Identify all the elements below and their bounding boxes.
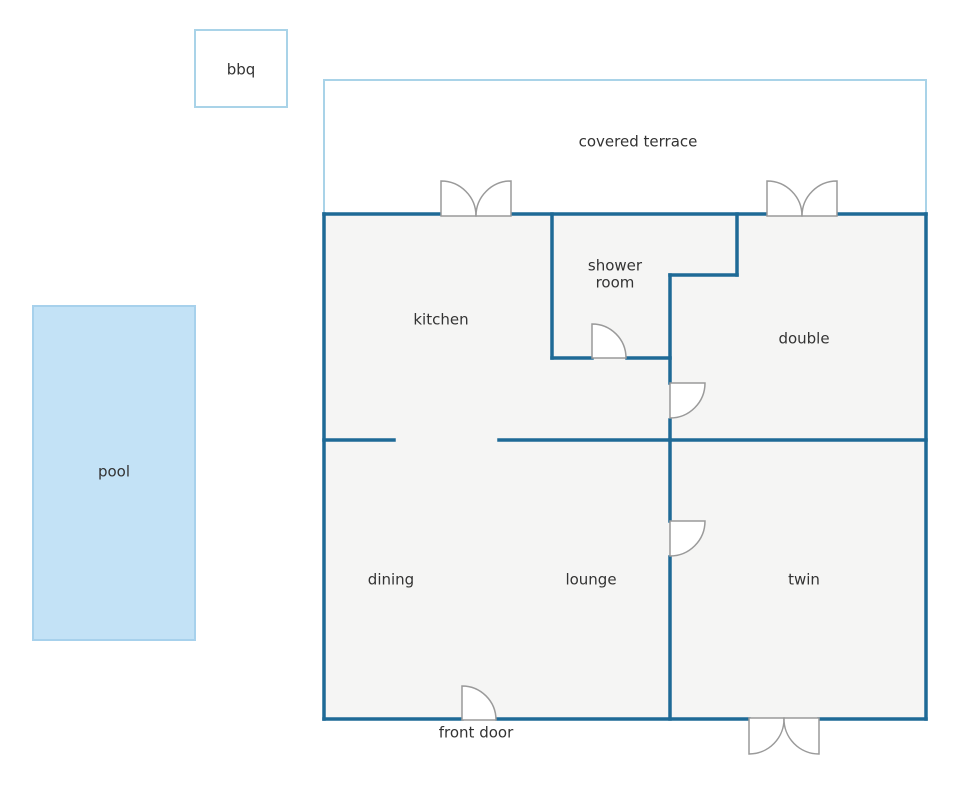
bbq-area <box>194 29 288 108</box>
house-floor <box>324 214 926 719</box>
terrace-kitchen-door-left <box>440 180 477 217</box>
shower-room-door <box>591 323 627 359</box>
walls <box>322 212 928 721</box>
double-bedroom-door <box>669 382 706 419</box>
covered-terrace-label: covered terrace <box>579 133 698 151</box>
pool <box>32 305 196 641</box>
terrace-kitchen-door-right <box>475 180 512 217</box>
terrace-double-door-right <box>801 180 838 217</box>
terrace-double-door-left <box>766 180 803 217</box>
doors <box>440 180 838 755</box>
double-label: double <box>778 330 829 348</box>
front-door <box>461 685 497 721</box>
twin-garden-door-right <box>783 717 820 755</box>
shower-room-label-line2: room <box>596 274 635 292</box>
kitchen-label: kitchen <box>413 311 468 329</box>
bbq-label: bbq <box>227 61 256 79</box>
pool-label: pool <box>98 463 130 481</box>
twin-garden-door-left <box>748 717 785 755</box>
dining-label: dining <box>368 571 414 589</box>
front-door-label: front door <box>439 724 514 742</box>
lounge-label: lounge <box>565 571 616 589</box>
twin-bedroom-door <box>669 520 706 557</box>
shower-room-label-line1: shower <box>588 257 643 275</box>
twin-label: twin <box>788 571 820 589</box>
